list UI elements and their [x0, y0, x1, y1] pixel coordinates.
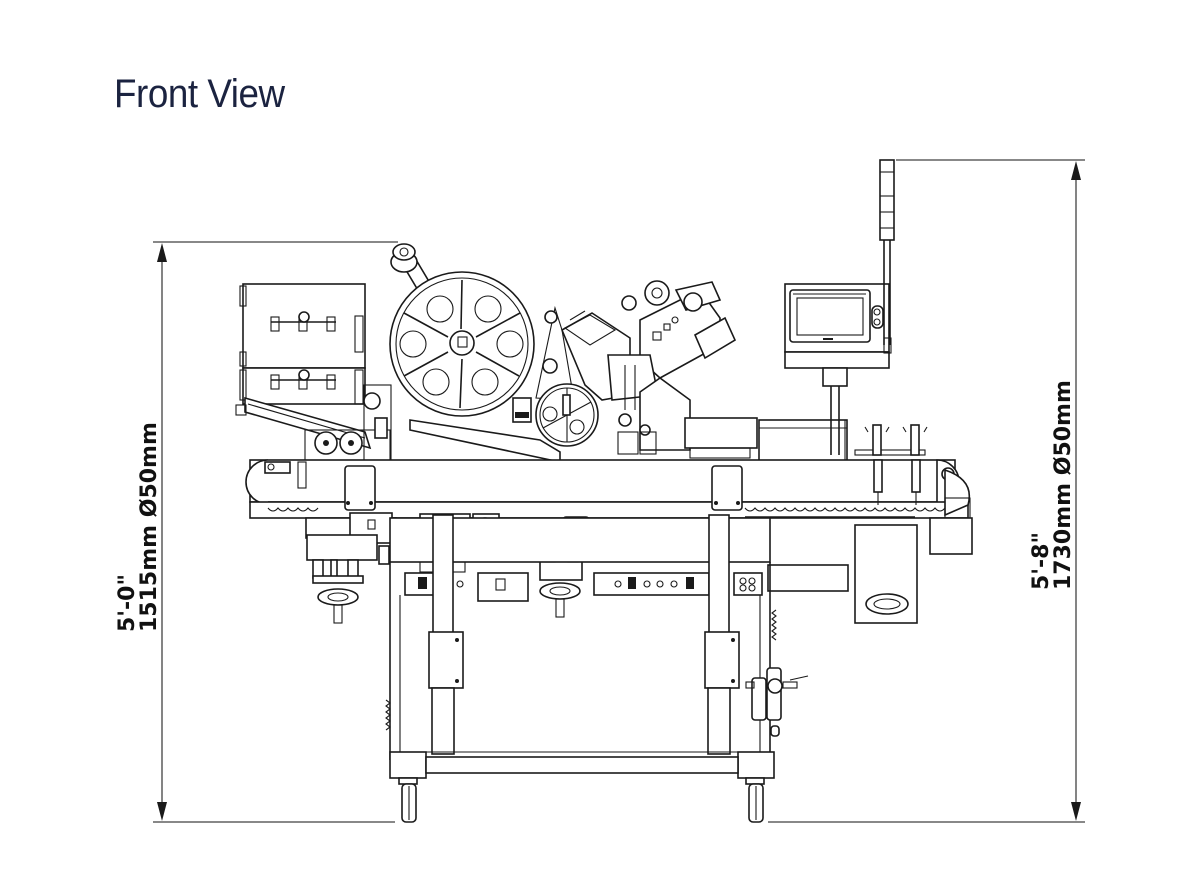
bottle-guides: [854, 424, 928, 505]
backing-rewind-reel: [535, 383, 599, 447]
page-title: Front View: [114, 72, 285, 116]
left-caster-wheel: [398, 777, 418, 823]
arrow-down-icon: [1071, 802, 1081, 821]
drive-gears: [304, 384, 392, 465]
labeling-head: [560, 280, 737, 455]
arrow-up-icon: [157, 243, 167, 262]
left-side-adjusters: [305, 512, 397, 624]
label-supply-reel: [389, 243, 535, 417]
left-dimension-line: [153, 241, 398, 823]
right-lower-boxes: [767, 517, 973, 624]
stack-light-tower: [879, 159, 895, 354]
label-magazine: [235, 283, 372, 450]
right-dimension-line: [768, 159, 1085, 823]
air-filter-regulator: [745, 667, 809, 737]
arrow-up-icon: [1071, 161, 1081, 180]
machine-frame: [385, 514, 777, 779]
right-caster-wheel: [745, 777, 765, 823]
hmi-touch-screen: [784, 283, 890, 455]
conveyor-brackets: [344, 465, 743, 511]
arrow-down-icon: [157, 802, 167, 821]
applicator-frame: [409, 305, 575, 463]
